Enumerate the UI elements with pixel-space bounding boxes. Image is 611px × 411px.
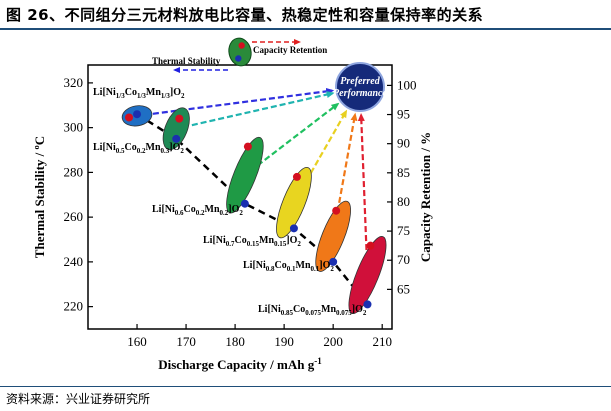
retention-point [175,114,184,123]
material-ellipse [348,236,387,314]
material-label: Li[Ni0.6Co0.2Mn0.2]O2 [152,204,243,217]
improvement-arrow [256,102,340,167]
left-tick-label: 280 [64,164,84,179]
material-label: Li[Ni1/3Co1/3Mn1/3]O2 [93,87,185,100]
x-tick-label: 190 [274,334,294,349]
legend-thermal-label: Thermal Stability [152,56,221,66]
legend-capacity-label: Capacity Retention [253,45,327,55]
title-rule [0,28,611,30]
source-rule [0,386,611,387]
material-ellipse [315,200,351,272]
legend-ellipse [228,37,252,67]
figure-title: 图 26、不同组分三元材料放电比容量、热稳定性和容量保持率的关系 [6,6,484,24]
material-label: Li[Ni0.5Co0.2Mn0.3]O2 [93,142,184,155]
left-axis-label: Thermal Stability / ºC [32,136,47,258]
material-label: Li[Ni0.8Co0.1Mn0.1]O2 [243,260,334,273]
thermal-point [289,224,298,233]
left-axis-ticks: 220 240 260 280 300 320 [64,75,93,314]
material-ellipse [226,136,264,214]
preferred-label-line1: Preferred [340,76,380,87]
left-tick-label: 320 [64,75,84,90]
source-note: 资料来源：兴业证券研究所 [6,392,151,406]
thermal-point [172,134,181,143]
improvement-arrow [357,112,368,260]
x-axis-label: Discharge Capacity / mAh g-1 [158,356,322,372]
right-tick-label: 90 [397,136,410,151]
x-tick-label: 210 [372,334,392,349]
material-ellipse [121,105,153,127]
preferred-performance-target: Preferred Performance [333,62,387,112]
retention-point [332,206,341,215]
right-tick-label: 75 [397,223,410,238]
retention-point [125,113,134,122]
right-tick-label: 65 [397,281,410,296]
x-axis-ticks: 160 170 180 190 200 210 [127,324,392,349]
left-tick-label: 220 [64,299,84,314]
right-axis-ticks: 65 70 75 80 85 90 95 100 [387,77,417,296]
right-axis-label: Capacity Retention / % [418,132,433,262]
preferred-label-line2: Performance [333,88,387,99]
material-markers: Li[Ni1/3Co1/3Mn1/3]O2Li[Ni0.5Co0.2Mn0.3]… [93,87,387,317]
thermal-point [363,300,372,309]
right-tick-label: 95 [397,107,410,122]
right-tick-label: 85 [397,165,410,180]
retention-point [243,142,252,151]
thermal-point [329,257,338,266]
material-ellipse [276,166,312,239]
x-tick-label: 160 [127,334,147,349]
right-tick-label: 80 [397,194,410,209]
composition-ellipse [315,200,351,272]
composition-ellipse [226,136,264,214]
material-ellipse [162,107,190,151]
retention-point [366,241,375,250]
x-tick-label: 180 [225,334,245,349]
left-tick-label: 240 [64,254,84,269]
composition-ellipse [348,236,387,314]
left-tick-label: 300 [64,120,84,135]
right-tick-label: 100 [397,77,417,92]
composition-ellipse [276,166,312,239]
x-tick-label: 200 [323,334,343,349]
retention-point [292,172,301,181]
thermal-point [133,110,142,119]
right-tick-label: 70 [397,252,410,267]
legend: Capacity Retention Thermal Stability [152,37,327,73]
material-label: Li[Ni0.7Co0.15Mn0.15]O2 [203,235,301,248]
left-tick-label: 260 [64,209,84,224]
material-label: Li[Ni0.85Co0.075Mn0.075]O2 [258,304,367,317]
x-tick-label: 170 [176,334,196,349]
improvement-arrow [191,91,335,127]
thermal-point [240,199,249,208]
